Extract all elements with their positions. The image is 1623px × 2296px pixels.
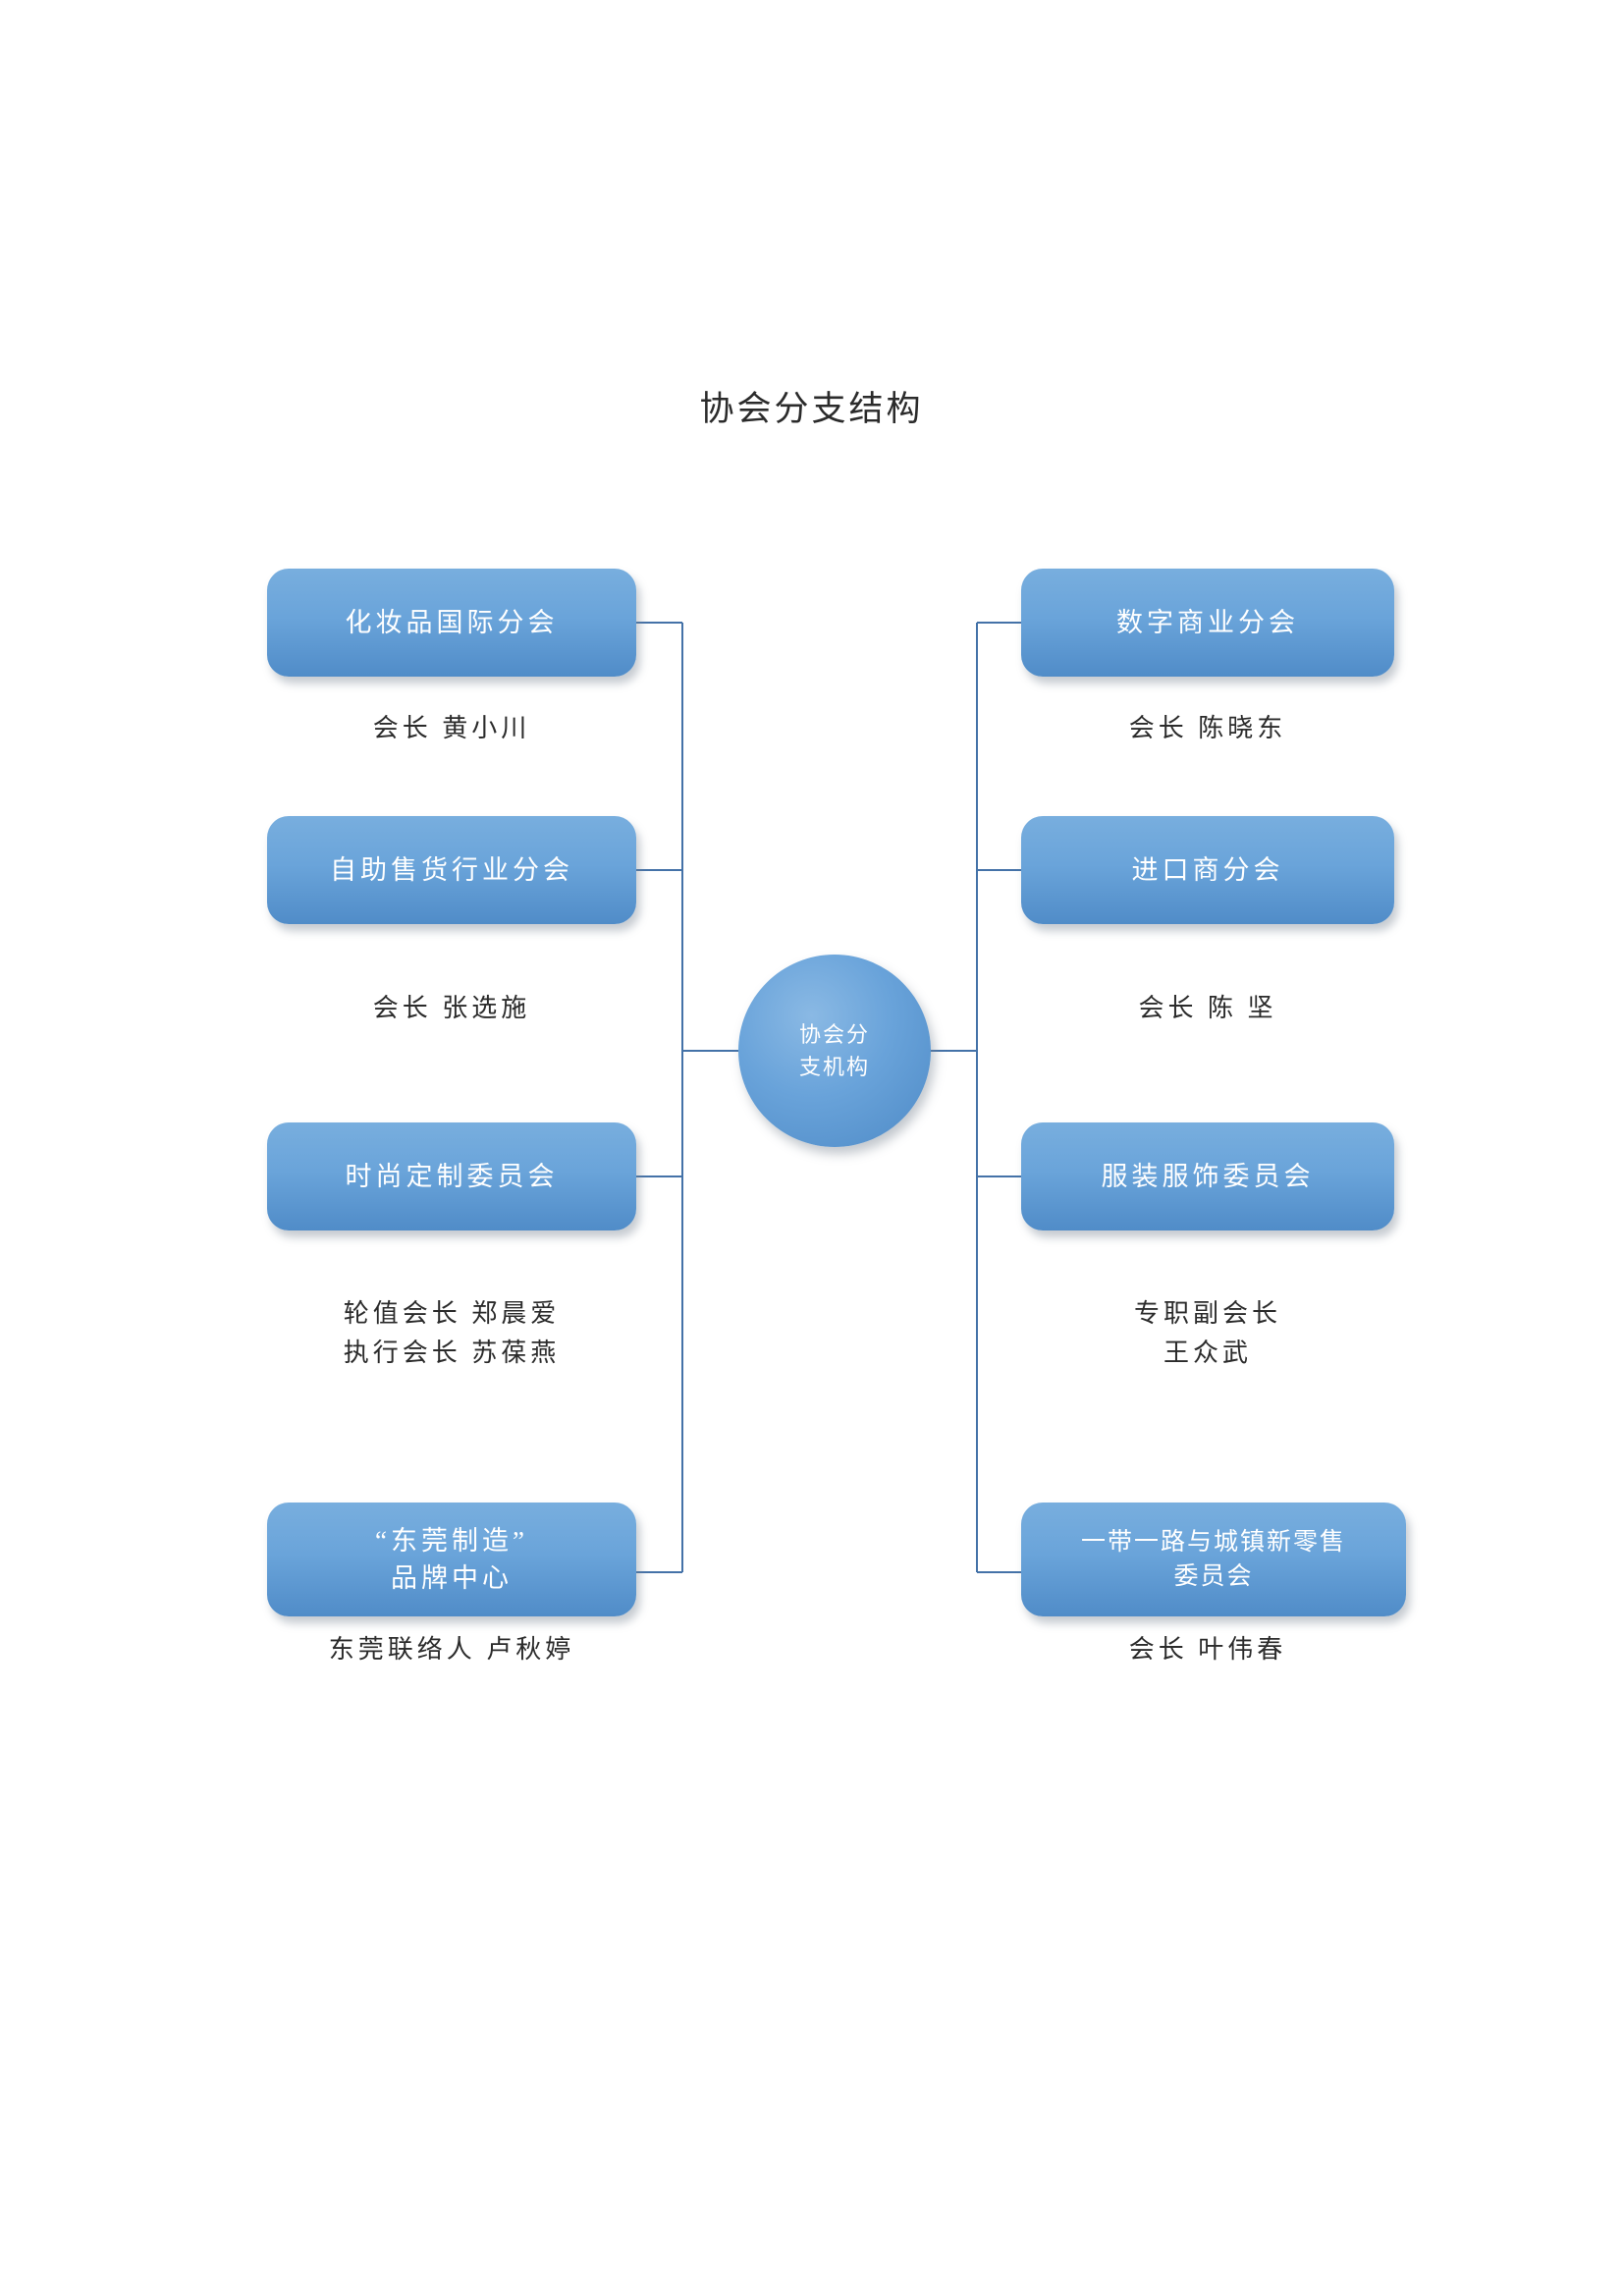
caption-dongguan-manufacturing-brand-center: 东莞联络人 卢秋婷	[328, 1635, 575, 1664]
node-label: 数字商业分会	[1116, 607, 1299, 637]
node-label: 进口商分会	[1131, 854, 1284, 885]
caption-belt-road-new-retail-committee: 会长 叶伟春	[1128, 1635, 1287, 1664]
node-label: “东莞制造” 品牌中心	[375, 1525, 528, 1593]
caption-apparel-committee: 专职副会长 王众武	[1133, 1299, 1281, 1368]
node-label: 自助售货行业分会	[330, 854, 573, 885]
node-label: 化妆品国际分会	[345, 607, 559, 637]
hub-label: 协会分 支机构	[798, 1022, 870, 1079]
node-digital-commerce-branch[interactable]: 数字商业分会	[1021, 569, 1394, 677]
caption-fashion-customization-committee: 轮值会长 郑晨爱 执行会长 苏葆燕	[343, 1299, 561, 1368]
node-label: 一带一路与城镇新零售 委员会	[1080, 1528, 1346, 1591]
node-belt-road-new-retail-committee[interactable]: 一带一路与城镇新零售 委员会	[1021, 1503, 1406, 1616]
caption-self-service-vending-branch: 会长 张选施	[372, 994, 531, 1022]
node-dongguan-manufacturing-brand-center[interactable]: “东莞制造” 品牌中心	[267, 1503, 636, 1616]
node-cosmetics-international-branch[interactable]: 化妆品国际分会	[267, 569, 636, 677]
node-fashion-customization-committee[interactable]: 时尚定制委员会	[267, 1122, 636, 1230]
node-importer-branch[interactable]: 进口商分会	[1021, 816, 1394, 924]
caption-digital-commerce-branch: 会长 陈晓东	[1128, 714, 1287, 742]
node-label: 服装服饰委员会	[1101, 1161, 1315, 1191]
node-apparel-committee[interactable]: 服装服饰委员会	[1021, 1122, 1394, 1230]
caption-importer-branch: 会长 陈 坚	[1138, 994, 1277, 1022]
node-label: 时尚定制委员会	[345, 1161, 559, 1191]
caption-cosmetics-international-branch: 会长 黄小川	[372, 714, 531, 742]
node-self-service-vending-branch[interactable]: 自助售货行业分会	[267, 816, 636, 924]
page-title: 协会分支结构	[699, 390, 924, 428]
hub-association-branches[interactable]: 协会分 支机构	[738, 955, 931, 1147]
